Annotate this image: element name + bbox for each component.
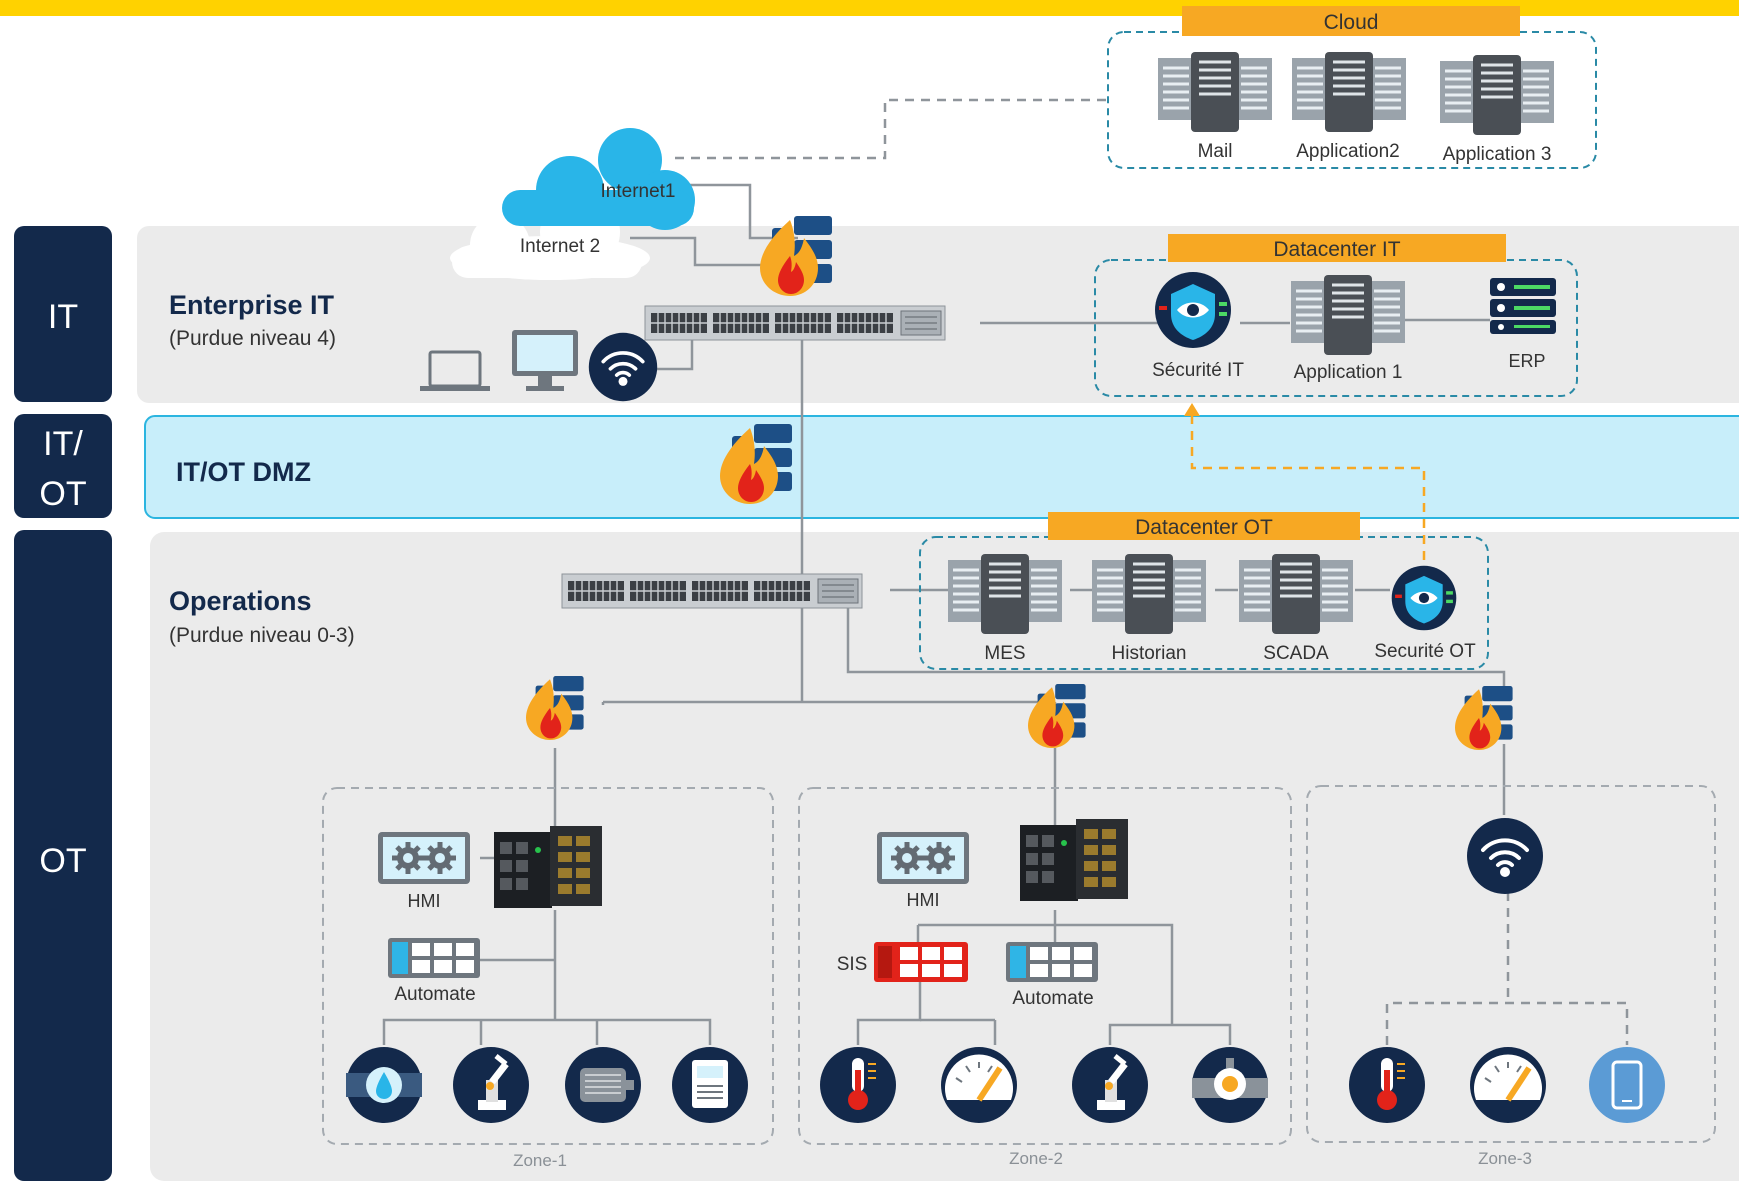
desktop-monitor-icon <box>512 330 578 391</box>
internet1-label: Internet1 <box>601 181 676 202</box>
zone3-group <box>1306 785 1716 1143</box>
side-label-it-text: IT <box>48 298 78 336</box>
zone2-hmi-icon <box>877 832 969 884</box>
mail-label: Mail <box>1198 141 1233 162</box>
application2-server-icon <box>1290 50 1408 134</box>
operations-title: Operations <box>169 586 312 616</box>
sis-controller-icon <box>874 942 968 982</box>
zone2-plc-icon <box>1006 942 1098 982</box>
zone3-thermometer-icon <box>1349 1047 1425 1123</box>
side-label-ot-text: OT <box>39 842 86 880</box>
application3-server-icon <box>1438 53 1556 137</box>
scada-server-icon <box>1237 552 1355 636</box>
operations-subtitle: (Purdue niveau 0-3) <box>169 624 355 647</box>
internet2-cloud-icon <box>450 192 650 280</box>
pressure-gauge-icon <box>941 1047 1017 1123</box>
historian-label: Historian <box>1112 643 1187 664</box>
zone1-plc-icon <box>388 938 480 978</box>
enterprise-switch-icon <box>644 305 946 341</box>
security-it-label: Sécurité IT <box>1152 360 1244 381</box>
side-label-itot-text-2: OT <box>39 475 86 513</box>
dmz-title: IT/OT DMZ <box>176 457 311 487</box>
datacenter-ot-header <box>1048 512 1360 540</box>
zone2-plc-label: Automate <box>1012 988 1093 1009</box>
zone3-label: Zone-3 <box>1478 1149 1532 1168</box>
application3-label: Application 3 <box>1443 144 1552 165</box>
scada-label: SCADA <box>1263 643 1329 664</box>
connection-lines <box>382 183 1506 1045</box>
valve-icon <box>346 1047 422 1123</box>
mail-server-icon <box>1156 50 1274 134</box>
cloud-header-text: Cloud <box>1324 11 1379 34</box>
zone2-industrial-switch-icon <box>1020 819 1128 901</box>
robot-arm-icon <box>453 1047 529 1123</box>
zone1-hmi-label: HMI <box>408 891 441 911</box>
side-label-ot <box>14 530 112 1181</box>
security-ot-label: Securité OT <box>1374 641 1476 662</box>
mes-server-icon <box>946 552 1064 636</box>
zone2-sis-label: SIS <box>837 954 868 975</box>
datacenter-it-header-text: Datacenter IT <box>1273 238 1400 261</box>
application1-server-icon <box>1289 273 1407 357</box>
motor-icon <box>565 1047 641 1123</box>
operations-switch-icon <box>561 573 863 609</box>
erp-server-icon <box>1490 278 1556 334</box>
cloud-header <box>1182 6 1520 36</box>
internet2-label: Internet 2 <box>520 236 600 257</box>
zone3-wifi-icon <box>1465 816 1545 896</box>
zone1-hmi-icon <box>378 832 470 884</box>
historian-server-icon <box>1090 552 1208 636</box>
valve-actuator-icon <box>1192 1047 1268 1123</box>
zone3-pressure-gauge-icon <box>1470 1047 1546 1123</box>
laptop-icon <box>420 350 490 391</box>
side-label-it <box>14 226 112 402</box>
zone1-industrial-switch-icon <box>494 826 602 908</box>
dashed-links <box>675 98 1629 1045</box>
zone1-plc-label: Automate <box>394 984 475 1005</box>
robot-arm-icon-2 <box>1072 1047 1148 1123</box>
erp-label: ERP <box>1508 351 1545 371</box>
zone1-label: Zone-1 <box>513 1151 567 1170</box>
zone1-group <box>322 787 774 1145</box>
zone2-label: Zone-2 <box>1009 1149 1063 1168</box>
enterprise-subtitle: (Purdue niveau 4) <box>169 327 336 350</box>
security-ot-shield-icon <box>1391 565 1457 631</box>
side-label-itot-text-1: IT/ <box>43 425 83 463</box>
dmz-panel <box>144 415 1739 519</box>
enterprise-wifi-icon <box>586 330 660 403</box>
zone2-group <box>798 787 1292 1145</box>
application1-label: Application 1 <box>1294 362 1403 383</box>
tablet-icon <box>1589 1047 1665 1123</box>
electric-meter-icon <box>672 1047 748 1123</box>
arrow-head <box>1184 403 1200 416</box>
datacenter-ot-header-text: Datacenter OT <box>1135 516 1273 539</box>
application2-label: Application2 <box>1296 141 1400 162</box>
zone2-hmi-label: HMI <box>907 890 940 910</box>
internet1-cloud-icon <box>502 128 695 230</box>
mes-label: MES <box>984 643 1025 664</box>
thermometer-icon <box>820 1047 896 1123</box>
side-label-itot <box>14 414 112 518</box>
enterprise-title: Enterprise IT <box>169 290 335 320</box>
security-it-shield-icon <box>1155 272 1231 348</box>
datacenter-it-group <box>1094 259 1578 397</box>
datacenter-it-header <box>1168 234 1506 262</box>
